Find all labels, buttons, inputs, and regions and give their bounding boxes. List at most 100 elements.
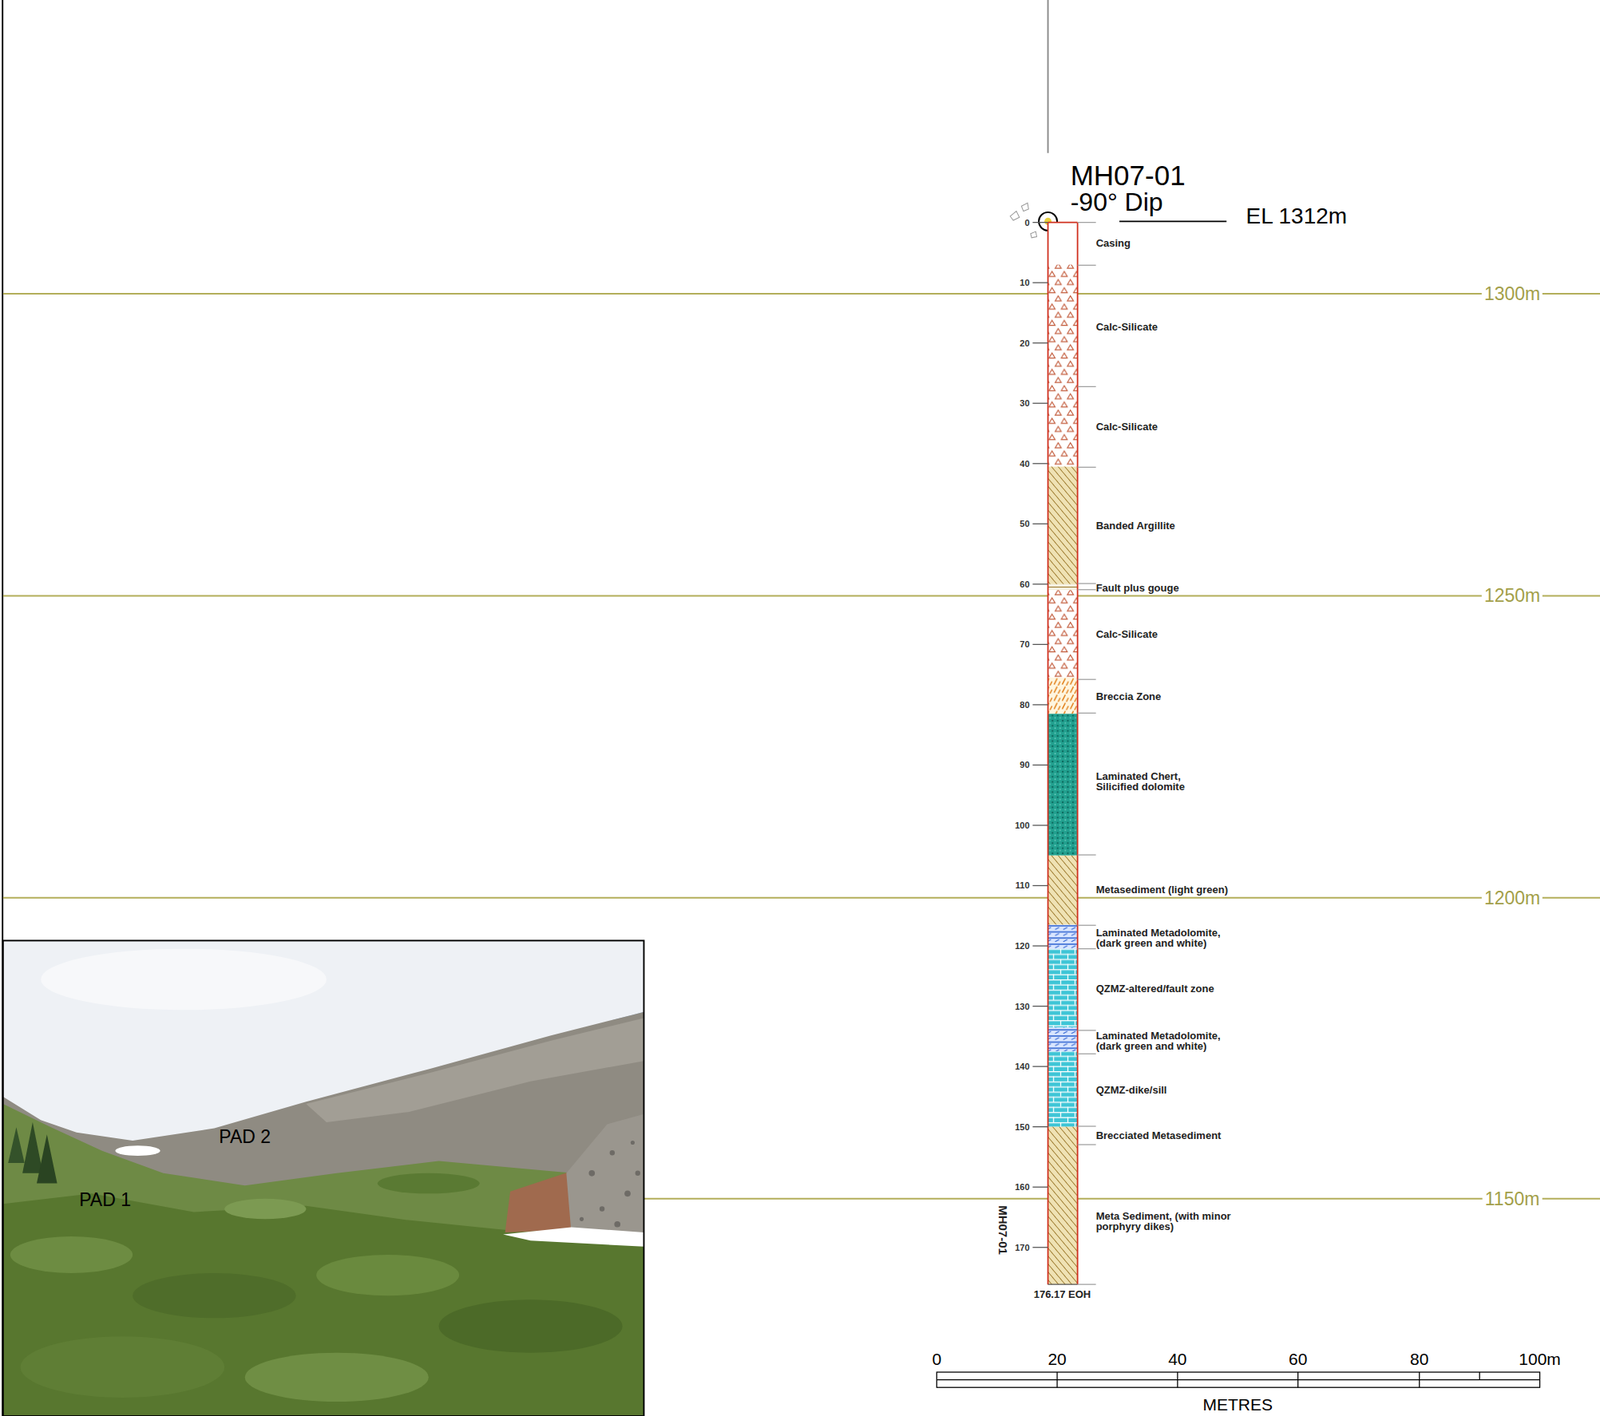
unit-label: Breccia Zone bbox=[1096, 690, 1162, 701]
drawing-part bbox=[1048, 467, 1078, 585]
depth-number: 70 bbox=[1019, 640, 1030, 650]
drawing-part bbox=[1032, 945, 1048, 947]
drawing-part bbox=[1048, 222, 1078, 266]
depth-number: 100 bbox=[1014, 820, 1030, 830]
drawing-part bbox=[3, 594, 1600, 597]
depth-number: 170 bbox=[1014, 1243, 1030, 1252]
drawing-part bbox=[1479, 1372, 1481, 1381]
unit-label: Metasediment (light green) bbox=[1096, 884, 1228, 896]
unit-label: QZMZ-dike/sill bbox=[1096, 1084, 1168, 1095]
drawing-part bbox=[1009, 211, 1020, 222]
drawing-part bbox=[377, 1173, 480, 1195]
hole-id-vertical: MH07-01 bbox=[997, 1205, 1010, 1256]
depth-number: 160 bbox=[1014, 1183, 1030, 1193]
drawing-part bbox=[1032, 1126, 1048, 1128]
drawing-part bbox=[1048, 584, 1078, 591]
scale-number: 80 bbox=[1409, 1350, 1429, 1368]
unit-label: Banded Argillite bbox=[1096, 520, 1176, 531]
drawing-part bbox=[635, 1171, 641, 1177]
scale-number: 20 bbox=[1047, 1350, 1066, 1368]
drawing-part bbox=[224, 1199, 306, 1220]
hole-trace bbox=[1047, 0, 1050, 154]
scale-number: 60 bbox=[1288, 1350, 1307, 1368]
end-of-hole: 176.17 EOH bbox=[1033, 1288, 1092, 1300]
elevation-label: 1200m bbox=[1481, 887, 1543, 908]
depth-number: 10 bbox=[1019, 278, 1030, 288]
drawing-part bbox=[1032, 282, 1048, 284]
scale-bar bbox=[936, 1372, 1540, 1388]
drawing-part bbox=[1032, 1065, 1048, 1067]
drawing-part bbox=[588, 1170, 595, 1177]
depth-number: 120 bbox=[1014, 942, 1030, 951]
collar-elevation: EL 1312m bbox=[1246, 205, 1348, 228]
drawing-part bbox=[114, 1145, 160, 1157]
unit-label: Laminated Chert, Silicified dolomite bbox=[1096, 771, 1216, 793]
drawing-part bbox=[579, 1140, 641, 1228]
drawing-part bbox=[7, 1127, 24, 1164]
elevation-leader bbox=[1119, 221, 1227, 223]
drawing-part bbox=[3, 897, 1600, 900]
drawing-part bbox=[599, 1206, 605, 1212]
drawing-part bbox=[10, 1236, 133, 1274]
scale-number: 40 bbox=[1168, 1350, 1187, 1368]
drawing-part bbox=[1077, 386, 1097, 388]
drawing-part bbox=[3, 940, 645, 1416]
drawing-part bbox=[1077, 1283, 1097, 1285]
drawing-part bbox=[1032, 824, 1048, 826]
drawing-part bbox=[1032, 1247, 1048, 1248]
hole-id: MH07-01 bbox=[1070, 160, 1186, 189]
drawing-part bbox=[3, 1012, 645, 1416]
drawing-part bbox=[1032, 342, 1048, 344]
depth-ticks bbox=[1032, 222, 1048, 1248]
pad-label: PAD 1 bbox=[79, 1191, 131, 1210]
drawing-part bbox=[1030, 231, 1038, 238]
drawing-part bbox=[1048, 590, 1078, 678]
drawing-part bbox=[1032, 644, 1048, 646]
drawing-part bbox=[36, 1134, 58, 1184]
photo-frame bbox=[3, 940, 645, 1416]
drawing-part bbox=[1418, 1372, 1420, 1388]
depth-number: 40 bbox=[1019, 459, 1030, 468]
drawing-part bbox=[3, 1104, 645, 1416]
drawing-part bbox=[1077, 1029, 1097, 1031]
drawing-part bbox=[22, 1122, 44, 1174]
drawing-part bbox=[1077, 948, 1097, 950]
depth-number: 130 bbox=[1014, 1001, 1030, 1011]
depth-number: 80 bbox=[1019, 700, 1030, 709]
depth-number: 50 bbox=[1019, 519, 1030, 529]
drawing-part bbox=[1032, 1187, 1048, 1189]
drawing-part bbox=[630, 1140, 635, 1145]
drawing-part bbox=[1077, 265, 1097, 266]
drawing-part bbox=[1077, 221, 1097, 223]
drawing-part bbox=[1048, 713, 1078, 856]
drawing-part bbox=[1048, 1027, 1078, 1052]
drawing-part bbox=[1077, 679, 1097, 681]
pad-label: PAD 2 bbox=[218, 1127, 271, 1146]
unit-label: Casing bbox=[1096, 237, 1131, 249]
drawing-part bbox=[40, 949, 327, 1011]
drawing-part bbox=[1048, 855, 1078, 926]
drawing-part bbox=[1077, 1144, 1097, 1145]
drawing-part bbox=[1032, 885, 1048, 887]
boundary-ticks bbox=[1077, 222, 1097, 1286]
drawing-part bbox=[1032, 704, 1048, 705]
elevation-label: 1250m bbox=[1481, 586, 1543, 606]
unit-label: Laminated Metadolomite, (dark green and … bbox=[1096, 1030, 1239, 1052]
drawing-part bbox=[316, 1255, 460, 1296]
drawing-part bbox=[1077, 712, 1097, 714]
unit-label: Calc-Silicate bbox=[1096, 421, 1158, 432]
lithology-column bbox=[1048, 222, 1078, 1286]
drawing-part bbox=[1048, 949, 1078, 1028]
drawing-part bbox=[1048, 265, 1078, 468]
scale-number: 0 bbox=[931, 1350, 942, 1368]
drawing-part bbox=[1077, 925, 1097, 927]
drawing-part bbox=[1056, 1372, 1058, 1388]
site-photo bbox=[3, 940, 645, 1416]
unit-label: Meta Sediment, (with minor porphyry dike… bbox=[1096, 1211, 1260, 1232]
depth-number: 20 bbox=[1019, 338, 1030, 348]
unit-label: Brecciated Metasediment bbox=[1096, 1130, 1222, 1141]
drawing-part bbox=[1048, 586, 1078, 588]
drawing-part bbox=[1032, 403, 1048, 404]
